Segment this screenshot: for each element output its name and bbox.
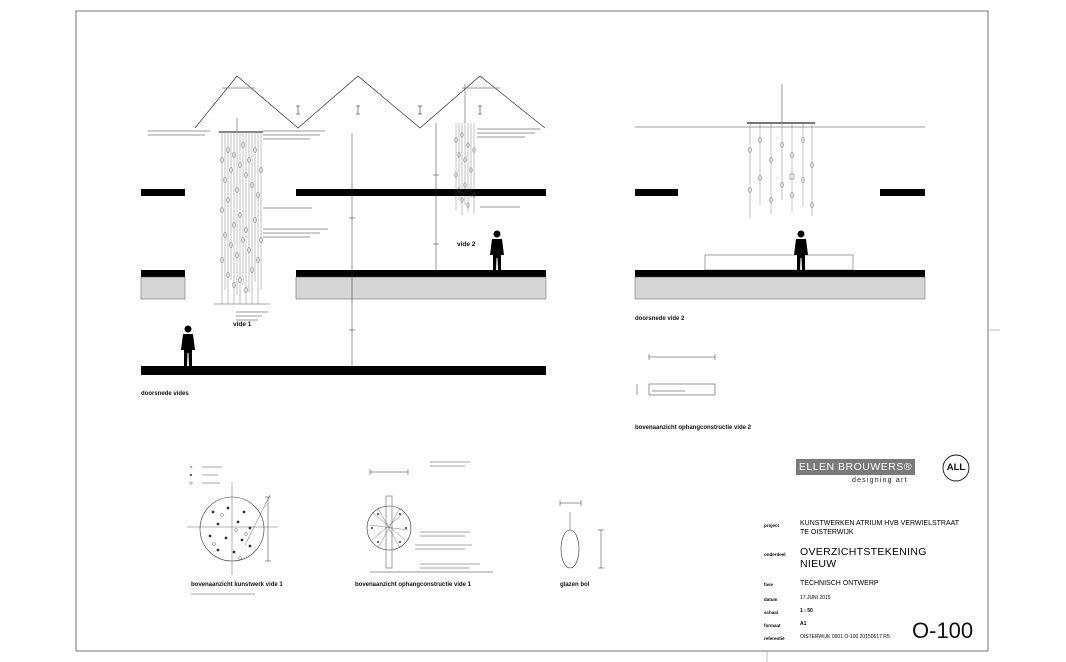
sheet-number: O-100 [912,618,974,643]
upper-slab-left [141,189,185,196]
company-tagline: designing art [852,477,908,484]
tb-reference-key: referentie [764,636,785,641]
tb-scale-value: 1 : 50 [800,608,813,614]
vide1-chandelier-strands [221,133,262,304]
ground-slab [141,366,546,375]
label-top-view-suspension-vide2: bovenaanzicht ophangconstructie vide 2 [635,425,752,431]
tb-phase-value: TECHNISCH ONTWERP [800,580,879,587]
vide2-upper-slab-right [880,189,925,196]
human-figure-vide2 [490,230,504,270]
mid-slab-right-sub [295,276,547,300]
vide2-upper-slab-left [635,189,678,196]
legend-symbols [189,465,222,485]
tb-project-line2: TE OISTERWIJK [800,529,854,536]
label-section-vide2: doorsnede vide 2 [635,316,685,322]
tb-project-line1: KUNSTWERKEN ATRIUM HVB VERWIELSTRAAT [800,520,960,527]
artwork-vide1-top-view [187,482,278,595]
label-vide1: vide 1 [233,321,252,328]
label-section-vides: doorsnede vides [141,391,189,397]
section-vide2 [634,84,926,396]
label-vide2: vide 2 [457,241,476,248]
tb-date-value: 17 JUNI 2015 [800,595,831,601]
suspension-vide1-top-view [366,461,493,573]
roof-zigzag [194,75,546,129]
tb-scale-key: schaal [764,610,779,615]
mid-slab-right [296,270,546,277]
suspension-vide2-top-view [648,383,716,396]
all-badge-circle [942,454,970,482]
tb-subject-key: onderdeel [764,552,786,557]
tb-subject-line1: OVERZICHTSTEKENING [800,546,927,558]
tb-date-key: datum [764,597,778,602]
mid-slab-left [141,270,185,277]
upper-slab-right [296,189,546,196]
all-badge: ALL [946,462,966,473]
vide2-chandelier-strands [455,123,475,215]
tb-reference-value: OISTERWIJK 0001 O-100 20150617 R5 [800,634,890,640]
section-vides [140,75,547,375]
glass-ball-detail [559,500,604,569]
company-logo-text: ELLEN BROUWERS® [798,461,913,473]
label-top-view-artwork-vide1: bovenaanzicht kunstwerk vide 1 [191,582,283,588]
mid-slab-left-sub [140,276,186,300]
tb-phase-key: fase [764,582,774,587]
label-top-view-suspension-vide1: bovenaanzicht ophangconstructie vide 1 [355,582,472,588]
human-figure-vide2-section [794,230,808,270]
tb-format-value: A1 [800,621,807,627]
human-figure-ground [181,325,195,366]
vide2-bench [704,254,854,271]
sheet-border [75,10,989,652]
label-glass-ball: glazen bol [560,582,590,588]
vide2-floor-slab [635,270,925,277]
vide2-floor-sub [634,276,926,300]
tb-project-key: project [764,523,780,528]
tb-format-key: formaat [764,623,781,628]
tb-subject-line2: NIEUW [800,558,837,570]
company-logo-box [796,459,915,475]
